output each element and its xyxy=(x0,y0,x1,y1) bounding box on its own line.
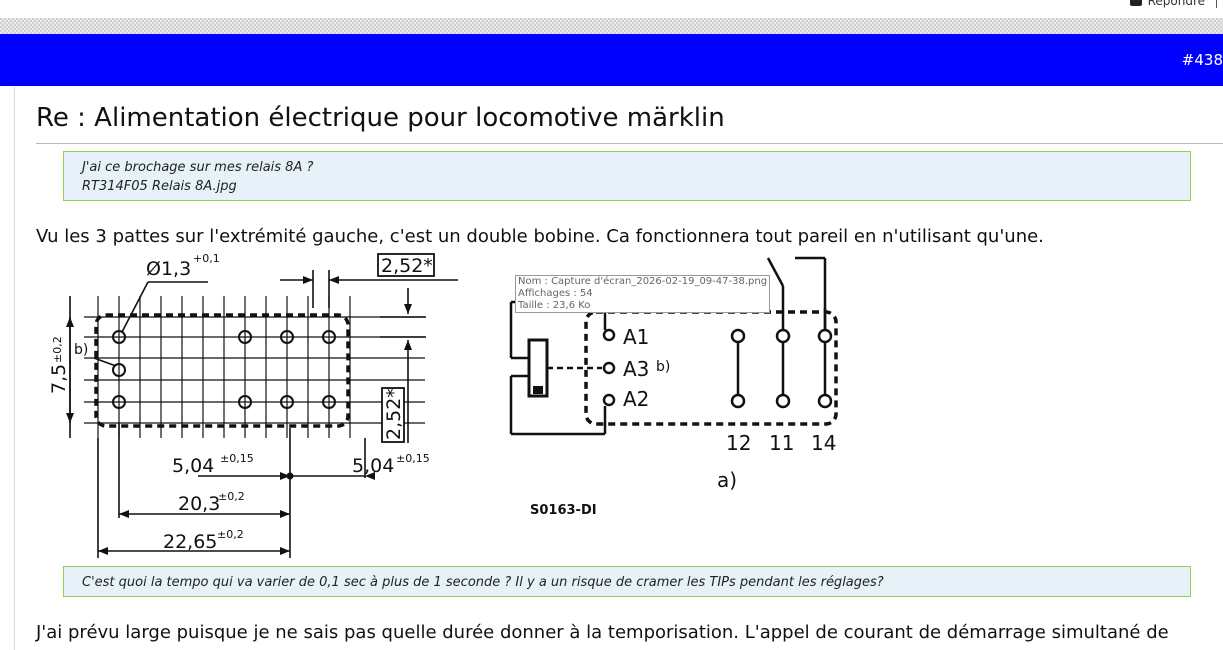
reply-link[interactable]: Répondre xyxy=(1129,0,1205,8)
pin-label-a2: A2 xyxy=(623,387,649,411)
quote-1-line-2: RT314F05 Relais 8A.jpg xyxy=(82,179,237,194)
relay-drawing-svg: Ø1,3 +0,1 2,52* 2,52* 7,5 ±0,2 b) 5,04 ±… xyxy=(48,252,838,558)
dimension-arrowheads xyxy=(66,276,412,555)
post-number-link[interactable]: #438 xyxy=(1181,51,1223,69)
reply-label: Répondre xyxy=(1147,0,1205,8)
topbar-white-area: Répondre xyxy=(0,0,1223,18)
dim-hole: Ø1,3 xyxy=(146,258,191,280)
reply-icon xyxy=(1129,0,1142,6)
schematic-label: a) xyxy=(717,468,737,492)
dim-span-mid-tol: ±0,2 xyxy=(218,490,245,503)
dim-span-full: 22,65 xyxy=(163,531,217,553)
dim-height-box: 2,52* xyxy=(383,388,405,440)
schematic-terminals xyxy=(602,328,833,409)
dim-span-mid: 20,3 xyxy=(178,493,220,515)
pin-label-a3: A3 xyxy=(623,357,649,381)
dim-box-horizontal xyxy=(377,253,435,277)
dim-pitch-right-tol: ±0,15 xyxy=(396,452,430,465)
quote-2-text: C'est quoi la tempo qui va varier de 0,1… xyxy=(82,575,884,590)
footprint-drawing xyxy=(69,270,458,558)
dim-pitch-right: 5,04 xyxy=(352,455,394,477)
dim-b-label: b) xyxy=(74,342,88,358)
dim-span-full-tol: ±0,2 xyxy=(217,528,244,541)
tooltip-views: Affichages : 54 xyxy=(518,288,593,299)
title-divider xyxy=(36,143,1223,144)
footprint-grid xyxy=(84,296,425,438)
pin-label-14: 14 xyxy=(811,431,836,455)
post-header-band xyxy=(0,34,1223,86)
post-paragraph-2: J'ai prévu large puisque je ne sais pas … xyxy=(36,622,1169,643)
pin-label-a3-note: b) xyxy=(656,359,670,375)
relay-pinout-image[interactable]: Ø1,3 +0,1 2,52* 2,52* 7,5 ±0,2 b) 5,04 ±… xyxy=(40,248,860,564)
pin-label-a1: A1 xyxy=(623,325,649,349)
quote-1-line-1: J'ai ce brochage sur mes relais 8A ? xyxy=(82,160,314,175)
dim-width-box: 2,52* xyxy=(381,255,433,277)
dim-height-tol: ±0,2 xyxy=(51,336,64,363)
coil-marker xyxy=(533,386,543,394)
dim-hole-tol: +0,1 xyxy=(193,252,220,265)
tooltip-name: Nom : Capture d'écran_2026-02-19_09-47-3… xyxy=(518,276,768,287)
post-left-rule xyxy=(14,86,15,650)
dim-pitch-left: 5,04 xyxy=(172,455,214,477)
pin-label-12: 12 xyxy=(726,431,751,455)
post-title: Re : Alimentation électrique pour locomo… xyxy=(36,103,725,133)
footprint-pins xyxy=(112,330,336,409)
browser-top-strip: Répondre xyxy=(0,0,1223,34)
quote-block-2: C'est quoi la tempo qui va varier de 0,1… xyxy=(63,566,1191,597)
toolbar-separator xyxy=(1216,0,1217,8)
drawing-reference: S0163-DI xyxy=(530,503,597,518)
dim-box-vertical xyxy=(381,387,405,443)
post-paragraph-1: Vu les 3 pattes sur l'extrémité gauche, … xyxy=(36,226,1044,247)
image-info-tooltip: Nom : Capture d'écran_2026-02-19_09-47-3… xyxy=(515,275,771,313)
pin-label-11: 11 xyxy=(769,431,794,455)
tooltip-size: Taille : 23,6 Ko xyxy=(518,300,591,311)
dim-pitch-left-tol: ±0,15 xyxy=(220,452,254,465)
quote-block-1: J'ai ce brochage sur mes relais 8A ? RT3… xyxy=(63,151,1191,201)
dim-height: 7,5 xyxy=(48,364,70,394)
